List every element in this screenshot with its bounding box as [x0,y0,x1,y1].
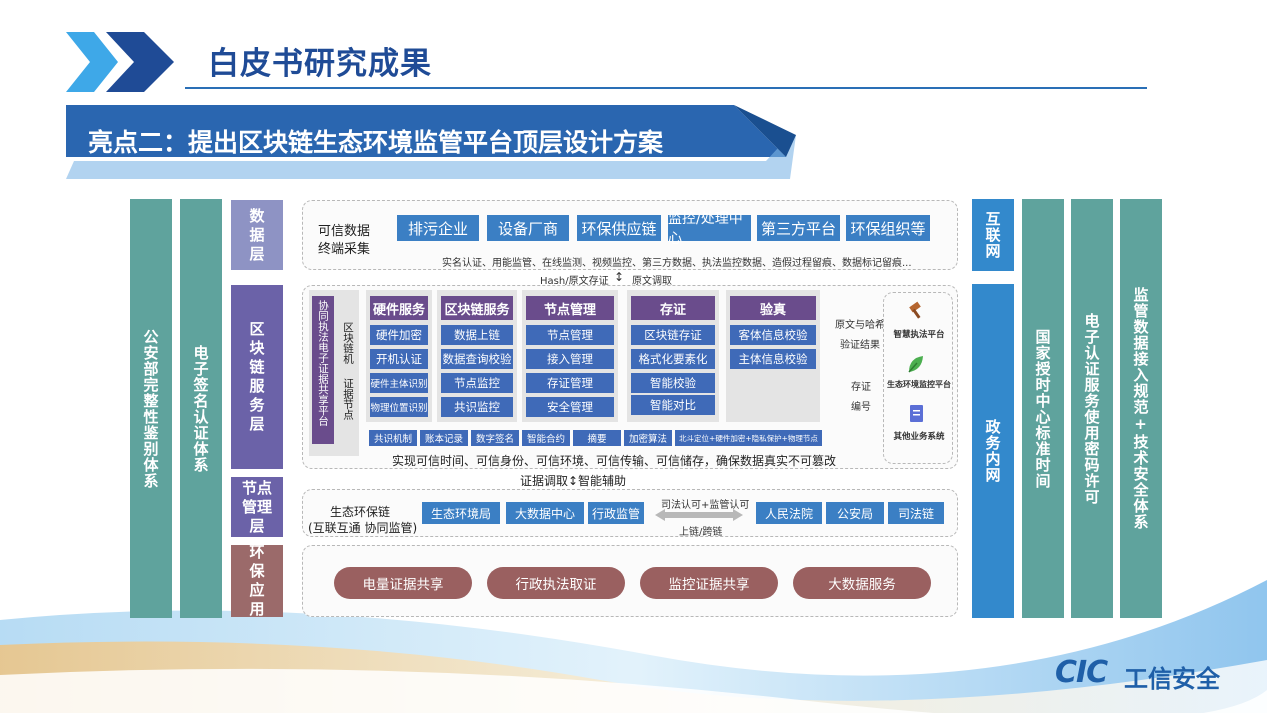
cic-logo-mark: CIC [1055,655,1108,690]
column-0-item-2: 硬件主体识别 [370,373,428,393]
column-4-item-0: 客体信息校验 [730,325,816,345]
column-1-item-3: 共识监控 [441,397,513,417]
column-3-item-0: 区块链存证 [631,325,715,345]
layer-label-data: 数据层 [231,200,283,270]
side-item-0: 智慧执法平台 [893,330,945,340]
side-item-2: 其他业务系统 [893,432,945,442]
chain-line2: (互联互通 协同监管) [308,521,418,535]
chain-line1: 生态环保链 [330,505,391,519]
column-0-item-0: 硬件加密 [370,325,428,345]
mid-label-1: 原文与哈希 [835,320,885,331]
data-source-line2: 终端采集 [318,242,371,257]
column-1-item-0: 数据上链 [441,325,513,345]
layer-label-node: 节点管理层 [231,477,283,537]
node-label-2: 证据节点 [342,378,354,420]
document-icon [910,405,923,422]
double-arrow-icon [655,509,743,521]
network-internet: 互联网 [972,199,1014,271]
left-bar-public-security: 公安部完整性鉴别体系 [130,199,172,618]
app-pill-2: 监控证据共享 [640,567,778,599]
column-1-item-2: 节点监控 [441,373,513,393]
column-head-0: 硬件服务 [370,296,428,320]
app-pill-3: 大数据服务 [793,567,931,599]
arrow1-right: 原文调取 [632,276,672,287]
column-2-item-1: 接入管理 [526,349,614,369]
subtitle-banner [66,105,796,179]
data-chip-3: 监控/处理中心 [668,211,751,247]
background-wave [0,580,1267,713]
side-item-1: 生态环境监控平台 [887,380,951,389]
column-0-item-3: 物理位置识别 [370,397,428,417]
mid-label-3: 存证 [851,382,871,393]
data-chip-1: 设备厂商 [487,215,569,241]
data-chip-2: 环保供应链 [577,215,661,241]
bottom-item-4: 摘要 [573,430,621,446]
app-pill-0: 电量证据共享 [334,567,472,599]
cic-logo-text: 工信安全 [1124,665,1220,693]
node-left-chip-1: 大数据中心 [506,502,584,524]
node-label-1: 区块链机 [342,322,354,364]
data-source-line1: 可信数据 [318,224,371,239]
data-chip-0: 排污企业 [397,215,479,241]
chevron-icon [66,32,174,92]
column-0-item-1: 开机认证 [370,349,428,369]
layer-label-blockchain: 区块链服务层 [231,285,283,469]
page-title: 白皮书研究成果 [208,46,432,82]
column-3-item-1: 格式化要素化 [631,349,715,369]
left-bar-e-signature: 电子签名认证体系 [180,199,222,618]
node-left-chip-2: 行政监管 [588,502,644,524]
data-chip-5: 环保组织等 [846,215,930,241]
right-bar-time: 国家授时中心标准时间 [1022,199,1064,618]
column-2-item-3: 安全管理 [526,397,614,417]
network-gov-intranet: 政务内网 [972,284,1014,618]
column-head-2: 节点管理 [526,296,614,320]
column-1-item-1: 数据查询校验 [441,349,513,369]
bottom-item-0: 共识机制 [369,430,417,446]
arrow1-left: Hash/原文存证 [540,276,609,287]
node-arrow-top: 司法认可+监管认可 [661,500,750,511]
bottom-item-3: 智能合约 [522,430,570,446]
mid-label-4: 编号 [851,402,871,413]
right-bar-crypto: 电子认证服务使用密码许可 [1071,199,1113,618]
column-head-3: 存证 [631,296,715,320]
mid-label-2: 验证结果 [840,340,880,351]
layer-label-app: 环保应用 [231,543,283,618]
gavel-icon [909,301,921,319]
arrow2-label: 证据调取↕智能辅助 [520,474,627,488]
bottom-item-1: 账本记录 [420,430,468,446]
column-head-4: 验真 [730,296,816,320]
data-chip-4: 第三方平台 [757,215,840,241]
column-4-item-1: 主体信息校验 [730,349,816,369]
node-right-chip-1: 公安局 [826,502,884,524]
platform-label-box [312,296,334,444]
bottom-item-5: 加密算法 [624,430,672,446]
column-3-item-3: 智能对比 [631,395,715,415]
bottom-item-2: 数字签名 [471,430,519,446]
node-arrow-bottom: 上链/跨链 [679,527,723,538]
right-bar-standards: 监管数据接入规范+技术安全体系 [1120,199,1162,618]
leaf-icon [908,356,923,373]
title-divider [185,87,1147,89]
column-2-item-0: 节点管理 [526,325,614,345]
column-2-item-2: 存证管理 [526,373,614,393]
app-pill-1: 行政执法取证 [487,567,625,599]
subtitle-text: 亮点二：提出区块链生态环境监管平台顶层设计方案 [88,128,664,157]
bottom-item-6: 北斗定位+硬件加密+隐私保护+物理节点 [675,430,822,446]
side-platforms-box [883,292,953,464]
node-right-chip-0: 人民法院 [756,502,822,524]
platform-label: 协同执法电子证据共享平台 [317,300,329,426]
data-description: 实名认证、用能监管、在线监测、视频监控、第三方数据、执法监控数据、造假过程留痕、… [442,258,912,269]
arrow1-icon: ↕ [614,270,625,284]
blockchain-summary: 实现可信时间、可信身份、可信环境、可信传输、可信储存，确保数据真实不可篡改 [392,454,837,468]
column-3-item-2: 智能校验 [631,373,715,393]
column-head-1: 区块链服务 [441,296,513,320]
node-left-chip-0: 生态环境局 [422,502,500,524]
node-right-chip-2: 司法链 [888,502,944,524]
